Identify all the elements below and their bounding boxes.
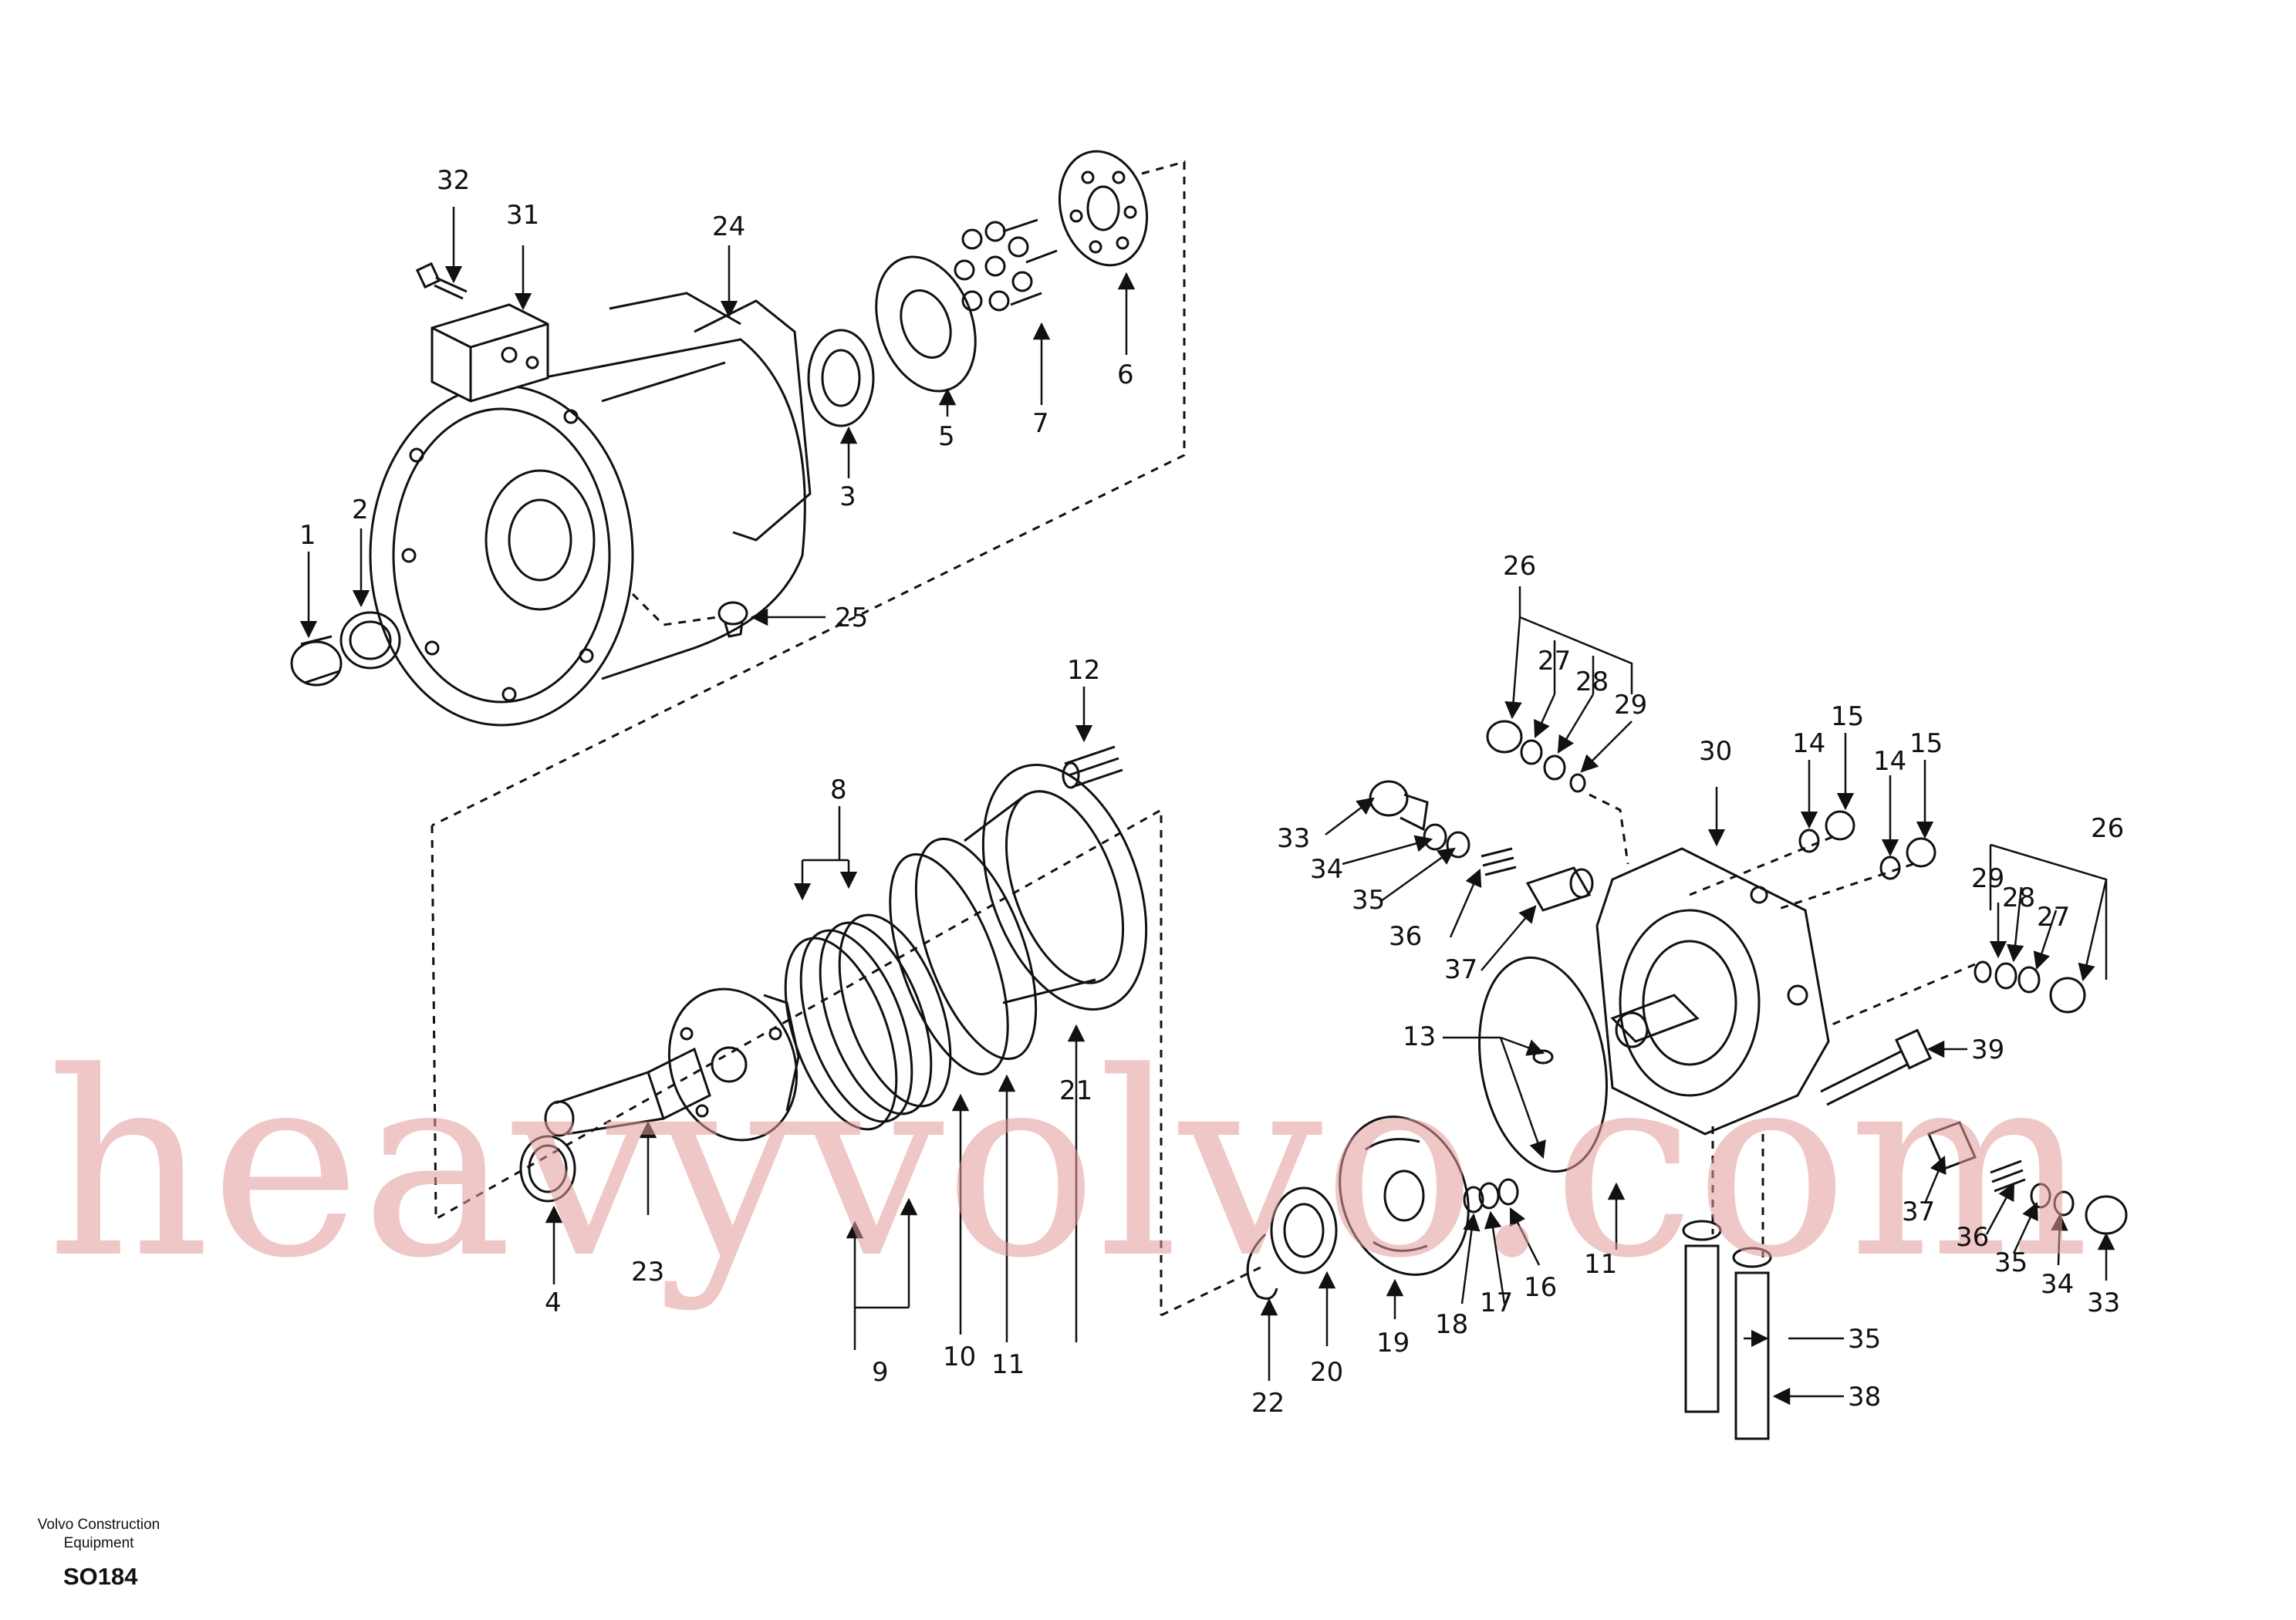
callout-22: 22 (1251, 1388, 1285, 1419)
callout-37-right: 37 (1902, 1196, 1935, 1227)
callout-33-right: 33 (2087, 1288, 2120, 1318)
callout-18: 18 (1435, 1309, 1468, 1340)
callout-15-a: 15 (1831, 701, 1864, 732)
callout-23: 23 (631, 1257, 664, 1288)
seal-2 (339, 611, 401, 670)
callout-36-left: 36 (1389, 921, 1422, 952)
plug-33-left (1369, 780, 1429, 832)
spring-36-left (1481, 847, 1517, 876)
callout-16: 16 (1524, 1272, 1557, 1303)
plug-25 (718, 601, 748, 638)
callout-35-bottom: 35 (1848, 1324, 1881, 1355)
assembly-dash-line-25 (631, 592, 718, 626)
pin-spring-16-17-18 (1463, 1178, 1519, 1213)
poppet-37-left (1525, 866, 1594, 912)
valve-plate-19 (1339, 1115, 1470, 1276)
callout-20: 20 (1310, 1357, 1343, 1388)
callout-28-right: 28 (2002, 883, 2035, 913)
bolt-32 (415, 262, 468, 300)
leader-lines (299, 207, 2115, 1406)
shaft-23 (544, 987, 800, 1142)
bearing-3 (807, 329, 875, 427)
callout-39: 39 (1971, 1034, 2004, 1065)
callout-2: 2 (352, 494, 369, 525)
seals-34-35-left (1423, 823, 1470, 859)
callout-34-left: 34 (1310, 854, 1343, 885)
callout-38: 38 (1848, 1382, 1881, 1412)
bearing-20 (1270, 1186, 1338, 1274)
callout-5: 5 (938, 421, 955, 452)
callout-14-a: 14 (1792, 728, 1825, 759)
callout-28-top: 28 (1575, 667, 1609, 697)
assembly-dash-line-top (431, 160, 1186, 827)
callout-36-right: 36 (1956, 1222, 1989, 1253)
valve-block-31 (430, 303, 549, 403)
assembly-dash-lines-right (1160, 793, 1976, 1317)
plug-1 (290, 635, 343, 687)
valve-cover-30 (1595, 847, 1830, 1136)
footer-company-line2: Equipment (64, 1535, 135, 1551)
callout-4: 4 (545, 1288, 562, 1318)
seal-4 (519, 1135, 576, 1203)
callout-10: 10 (943, 1342, 976, 1372)
callout-27-top: 27 (1538, 646, 1571, 677)
seal-11 (914, 837, 1038, 1061)
callout-31: 31 (506, 200, 539, 231)
callout-26-right: 26 (2091, 813, 2124, 844)
top-plugs-26-29 (1486, 720, 1586, 793)
callout-19: 19 (1376, 1328, 1410, 1358)
callout-24: 24 (712, 211, 745, 242)
callout-17: 17 (1480, 1288, 1513, 1318)
callout-32: 32 (437, 165, 470, 196)
watermark-text: heavyvolvo.com (46, 1018, 2090, 1314)
spools-38 (1682, 1220, 1772, 1440)
pistons-7 (954, 218, 1058, 312)
callout-21: 21 (1059, 1075, 1092, 1106)
diagram-code: SO184 (63, 1563, 138, 1590)
callout-11-right: 11 (1584, 1249, 1617, 1280)
callout-26-top: 26 (1503, 551, 1536, 582)
callout-29-top: 29 (1614, 690, 1647, 721)
callout-35-left: 35 (1352, 885, 1385, 916)
callout-35-right: 35 (1994, 1247, 2028, 1278)
callout-14-b: 14 (1873, 746, 1906, 777)
assembly-dash-box-middle (430, 808, 1163, 1315)
callout-1: 1 (299, 520, 316, 551)
callout-34-right: 34 (2041, 1269, 2074, 1300)
callout-7: 7 (1032, 408, 1049, 439)
plugs-26-29-right (1974, 960, 2086, 1014)
callout-27-right: 27 (2037, 902, 2070, 933)
callout-11-middle: 11 (991, 1349, 1025, 1380)
callout-6: 6 (1117, 359, 1134, 390)
spring-12 (1062, 745, 1123, 789)
callout-8: 8 (830, 775, 847, 805)
callout-30: 30 (1699, 736, 1732, 767)
callout-15-b: 15 (1909, 728, 1943, 759)
plate-6 (1058, 150, 1149, 267)
callout-37-left: 37 (1444, 954, 1477, 985)
footer-company-line1: Volvo Construction (38, 1517, 160, 1533)
callout-3: 3 (839, 481, 856, 512)
callout-25: 25 (835, 602, 868, 633)
callout-12: 12 (1067, 655, 1100, 686)
plugs-14-15 (1798, 810, 1936, 880)
callout-numbers: 1 2 3 4 5 6 7 8 9 10 11 11 12 13 14 14 1… (299, 165, 2124, 1419)
callout-13: 13 (1403, 1021, 1436, 1052)
callout-33-left: 33 (1277, 823, 1310, 854)
brake-piston-21 (964, 764, 1148, 1011)
plates-8-9 (784, 913, 952, 1131)
ring-10 (889, 853, 1009, 1075)
snap-ring-22 (1246, 1233, 1278, 1300)
bolt-39 (1820, 1028, 1933, 1106)
footer: Volvo Construction Equipment SO184 (38, 1517, 160, 1590)
callout-29-right: 29 (1971, 863, 2004, 894)
callout-9: 9 (872, 1357, 889, 1388)
